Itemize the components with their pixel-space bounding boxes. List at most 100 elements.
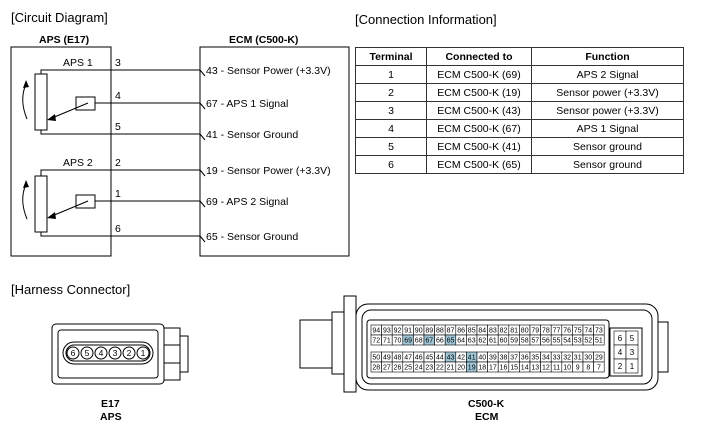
c500k-pin-label: 42 [457,355,465,362]
harness-connector-heading: [Harness Connector] [11,282,130,297]
ecm-signal-69: 69 - APS 2 Signal [206,196,288,208]
c500k-pin-label: 29 [595,355,603,362]
e17-pin-3 [108,346,122,360]
c500k-pin-label: 53 [574,338,582,345]
e17-pin-4 [94,346,108,360]
c500k-pin-label: 45 [425,355,433,362]
aps1-label: APS 1 [63,57,93,69]
c500k-pin-label: 81 [510,328,518,335]
aps-pin-1: 1 [115,188,121,200]
table-cell: ECM C500-K (19) [426,83,532,102]
e17-pin-label: 6 [71,348,76,358]
c500k-pin-label: 76 [563,328,571,335]
c500k-pin-7 [593,361,605,373]
ecm-signal-41: 41 - Sensor Ground [206,129,298,141]
c500k-pin-label: 94 [372,328,380,335]
c500k-pin-label: 8 [586,365,590,372]
aps1-motion-arrowhead [23,80,29,88]
aps1-wiper-arrow [47,114,56,121]
c500k-pin-label: 93 [383,328,391,335]
table-cell: 5 [355,137,427,156]
table-row: 6 ECM C500-K (65) Sensor ground [355,155,684,174]
c500k-pin-label: 43 [447,355,455,362]
c500k-pin-label: 48 [394,355,402,362]
c500k-pin-label: 28 [372,365,380,372]
c500k-pin-label: 52 [584,338,592,345]
header-terminal: Terminal [355,47,427,66]
c500k-pin-label: 2 [618,362,623,371]
e17-pin-label: 1 [141,348,146,358]
c500k-pin-label: 36 [521,355,529,362]
c500k-pin-label: 72 [372,338,380,345]
c500k-pin-label: 47 [404,355,412,362]
c500k-pin-label: 68 [415,338,423,345]
c500k-pin-label: 31 [574,355,582,362]
table-cell: ECM C500-K (41) [426,137,532,156]
c500k-pin-label: 92 [394,328,402,335]
e17-pin-label: 2 [127,348,132,358]
table-cell: 4 [355,119,427,138]
c500k-pin-label: 85 [468,328,476,335]
c500k-pin-label: 38 [500,355,508,362]
aps-pin-4: 4 [115,90,121,102]
aps2-motion-arrowhead [23,180,29,188]
aps-pin-3: 3 [115,57,121,69]
e17-pin-label: 3 [113,348,118,358]
aps2-motion-arrow [22,183,28,220]
c500k-pin-label: 63 [468,338,476,345]
c500k-pin-label: 4 [618,348,623,357]
table-cell: APS 1 Signal [531,119,684,138]
table-cell: 3 [355,101,427,120]
e17-pin-label: 4 [99,348,104,358]
c500k-pin-label: 73 [595,328,603,335]
c500k-pin-label: 80 [521,328,529,335]
c500k-pin-label: 44 [436,355,444,362]
c500k-pin-label: 6 [618,334,623,343]
ecm-signal-43: 43 - Sensor Power (+3.3V) [206,65,331,77]
c500k-pin-label: 67 [425,338,433,345]
e17-pin-5 [80,346,94,360]
c500k-pin-label: 27 [383,365,391,372]
c500k-pin-label: 19 [468,365,476,372]
table-cell: Sensor power (+3.3V) [531,101,684,120]
table-cell: APS 2 Signal [531,65,684,84]
e17-pin-1 [136,346,150,360]
e17-pin-2 [122,346,136,360]
c500k-pin-label: 91 [404,328,412,335]
c500k-caption-id: C500-K [468,398,505,410]
c500k-pin-label: 25 [404,365,412,372]
aps2-power-wire [40,169,200,176]
table-row: 1 ECM C500-K (69) APS 2 Signal [355,65,684,84]
aps1-resistor [34,73,48,131]
c500k-pin-label: 3 [630,348,635,357]
aps1-wiper [51,102,89,119]
c500k-pin-label: 41 [468,355,476,362]
c500k-pin-label: 24 [415,365,423,372]
c500k-pin-label: 34 [542,355,550,362]
c500k-connector-body [299,295,669,393]
c500k-pin-label: 15 [510,365,518,372]
c500k-pin-label: 1 [630,362,635,371]
aps2-ground-wire [40,232,200,237]
e17-caption-id: E17 [101,398,120,410]
table-row: 4 ECM C500-K (67) APS 1 Signal [355,119,684,138]
c500k-pin-label: 26 [394,365,402,372]
c500k-pin-label: 74 [584,328,592,335]
aps-box [10,46,112,257]
c500k-pin-label: 59 [510,338,518,345]
circuit-diagram-heading: [Circuit Diagram] [11,10,108,25]
table-cell: Sensor ground [531,137,684,156]
c500k-pin-label: 66 [436,338,444,345]
c500k-pin-label: 75 [574,328,582,335]
c500k-caption-name: ECM [475,411,499,423]
c500k-pin-label: 23 [425,365,433,372]
c500k-pin-label: 64 [457,338,465,345]
c500k-pin-label: 78 [542,328,550,335]
c500k-pin-label: 82 [500,328,508,335]
c500k-pin-label: 57 [531,338,539,345]
c500k-pin-label: 65 [447,338,455,345]
c500k-pin-label: 16 [500,365,508,372]
ecm-signal-19: 19 - Sensor Power (+3.3V) [206,165,331,177]
table-cell: ECM C500-K (43) [426,101,532,120]
